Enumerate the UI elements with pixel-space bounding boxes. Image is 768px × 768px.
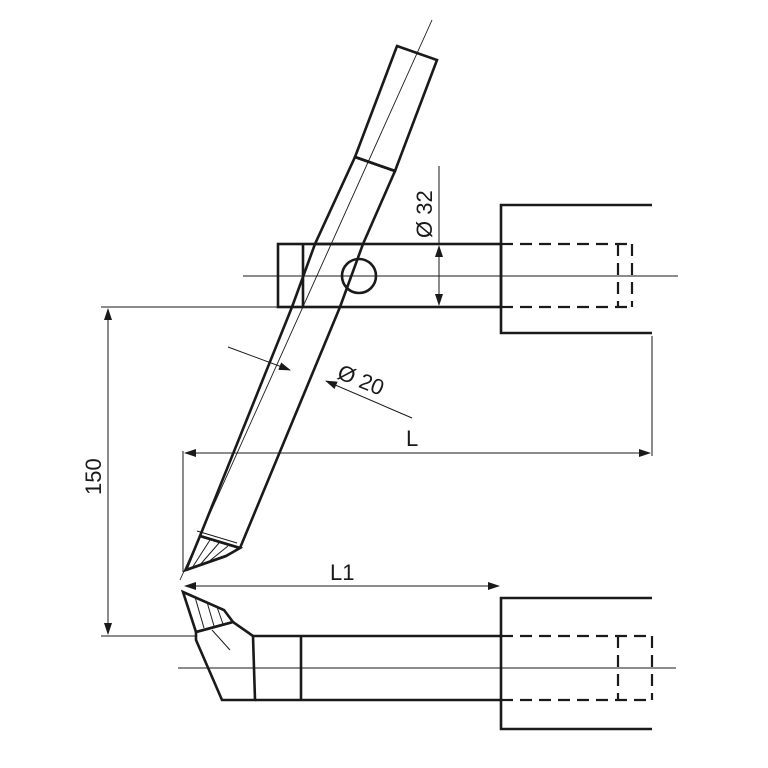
machine-spindle-lower bbox=[499, 596, 654, 731]
dimension-label-diameter-32: Ø 32 bbox=[412, 190, 437, 238]
dimension-label-diameter-20: Ø 20 bbox=[334, 359, 388, 400]
dimension-label-150: 150 bbox=[81, 458, 106, 495]
turning-tool-head bbox=[180, 589, 257, 702]
upper-assembly bbox=[179, 19, 678, 581]
boring-bar-insert-tip bbox=[183, 534, 244, 573]
lower-assembly bbox=[178, 589, 676, 731]
dimension-length-L1: L1 bbox=[184, 560, 500, 590]
machine-spindle-upper bbox=[499, 203, 652, 335]
boring-bar-lower-section bbox=[196, 306, 342, 550]
dimension-label-L1: L1 bbox=[330, 560, 354, 585]
bar-holder-block bbox=[276, 242, 503, 309]
bar-axis-centerline bbox=[179, 19, 433, 581]
dimension-label-L: L bbox=[406, 426, 418, 451]
dimension-length-L: L bbox=[182, 336, 653, 572]
dimension-diameter-32: Ø 32 bbox=[412, 166, 443, 306]
dimension-height-150: 150 bbox=[81, 306, 278, 637]
